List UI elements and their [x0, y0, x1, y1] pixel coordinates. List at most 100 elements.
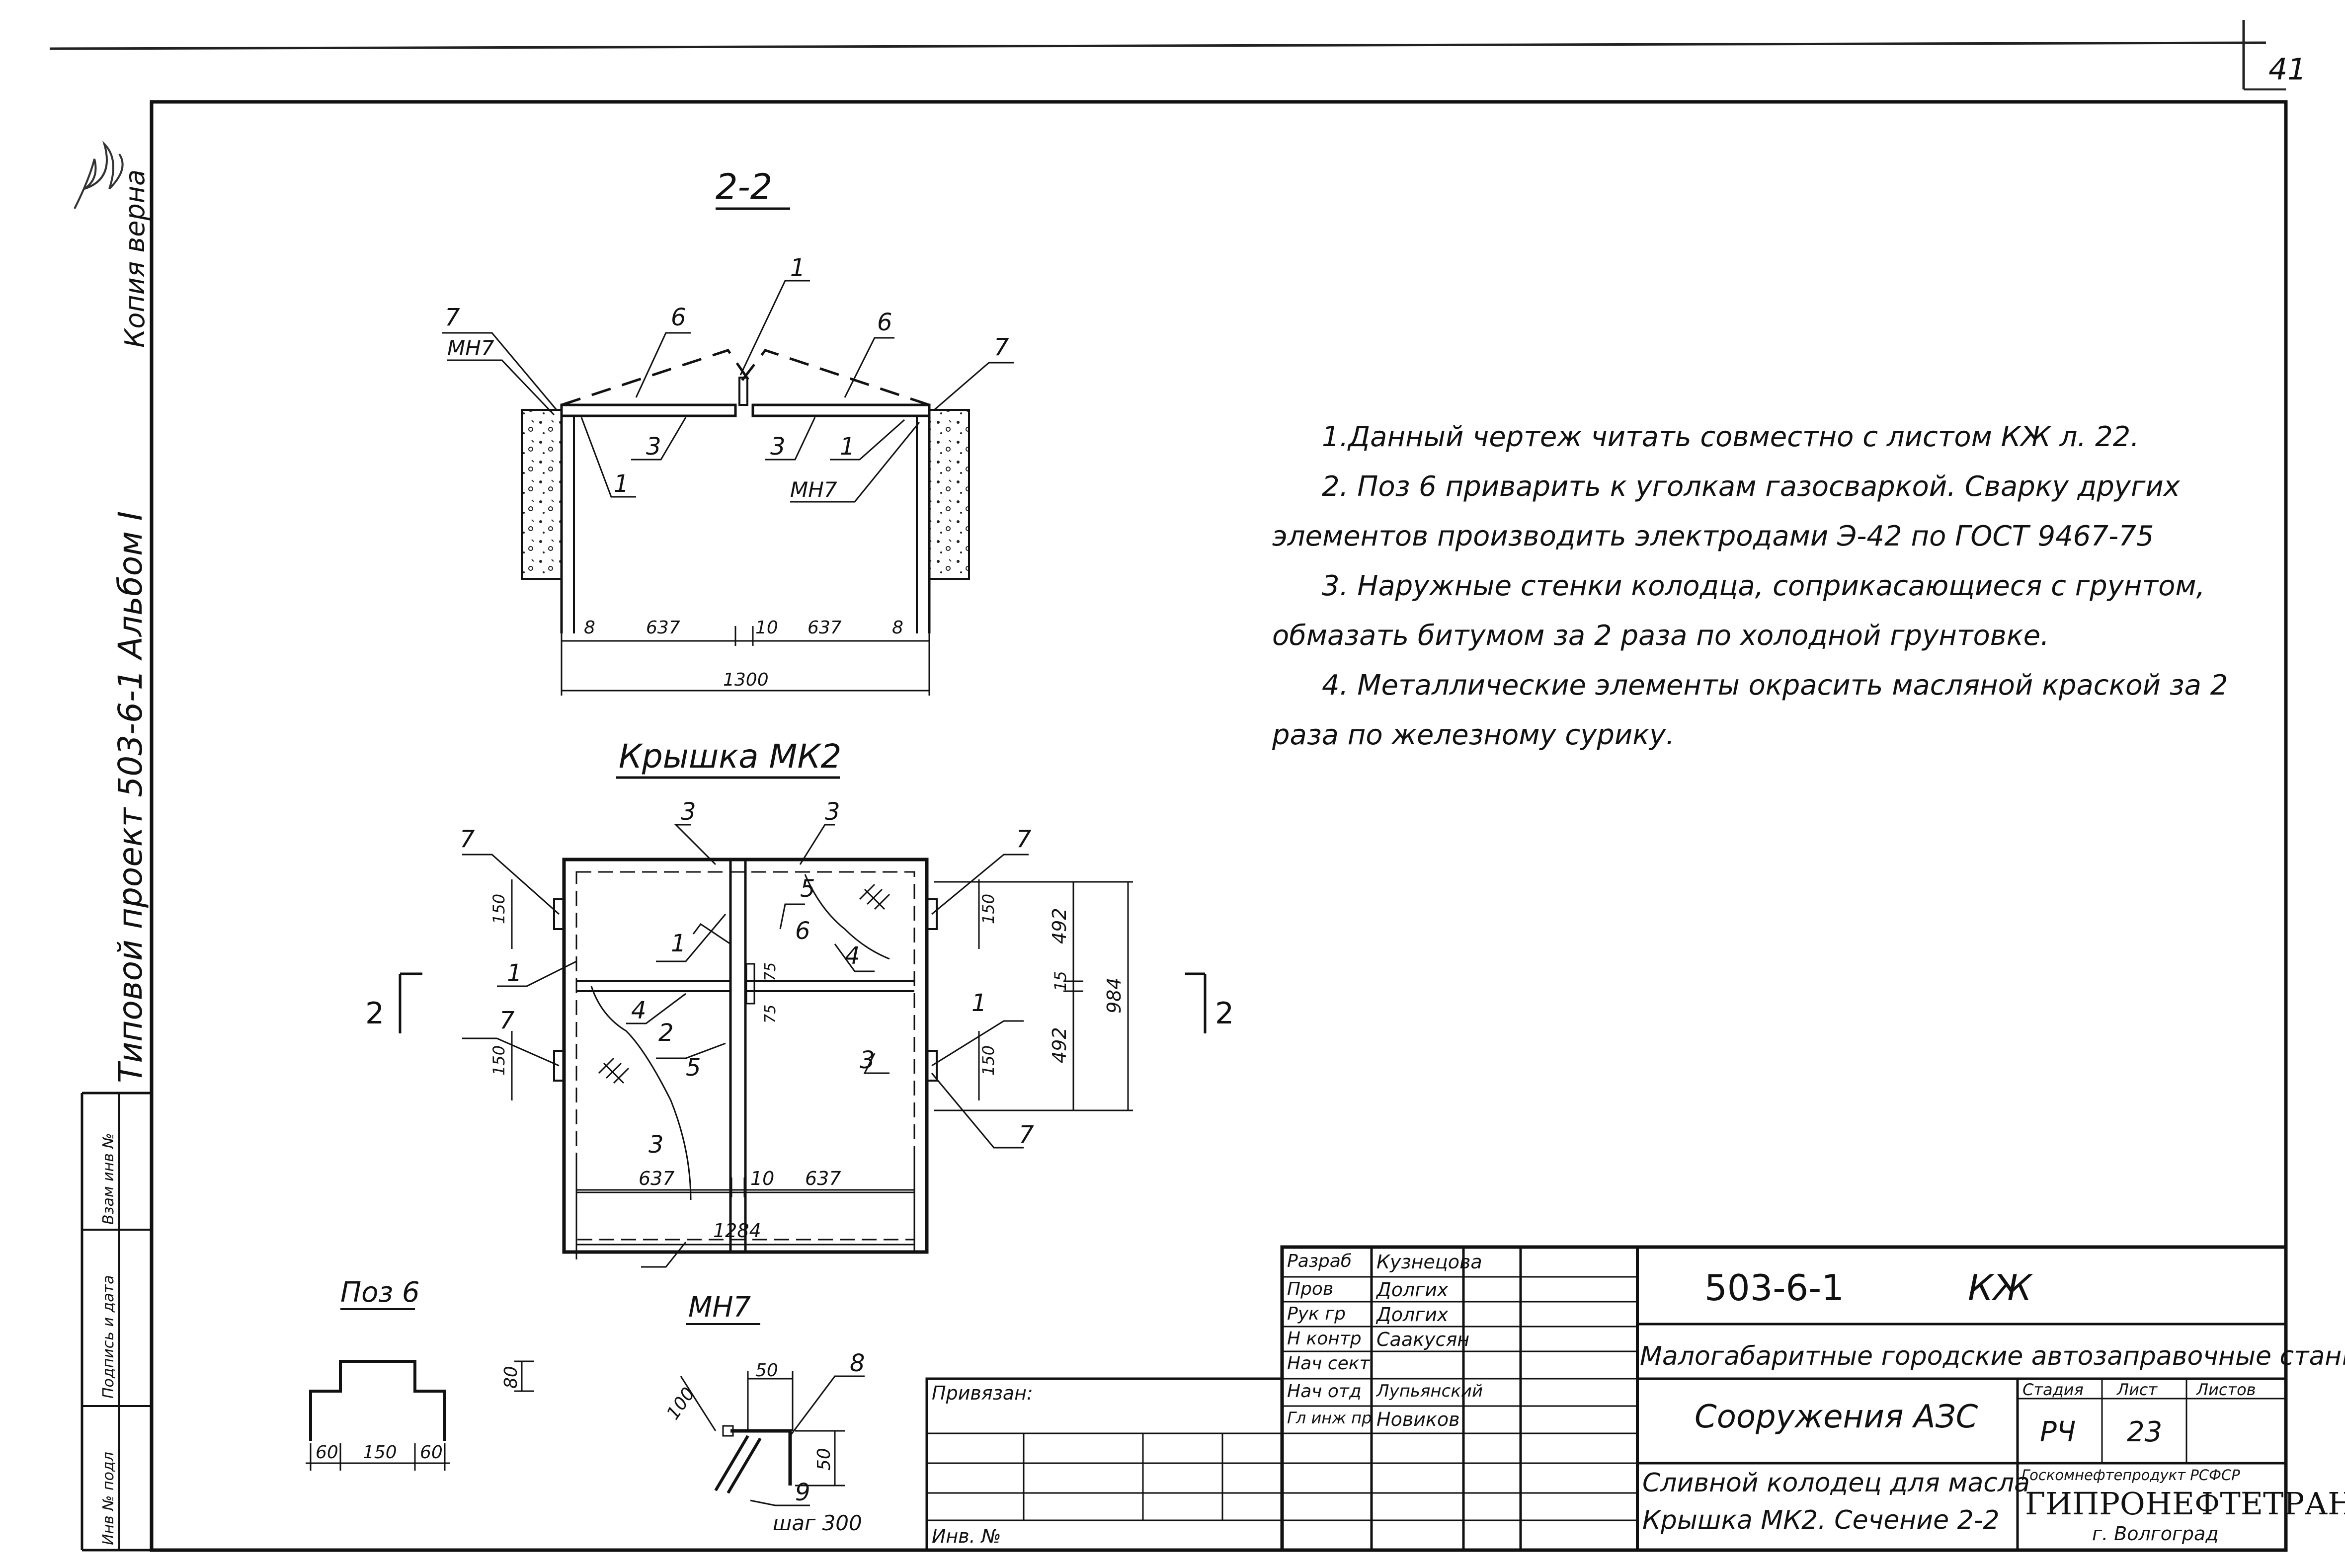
lid-pos-7b: 7: [1016, 825, 1032, 853]
mn7-pos-9: 9: [795, 1479, 810, 1506]
lid-pos-5a: 5: [800, 875, 815, 903]
lid-labels: 3 3 7 7 5 6 1 4 1 4 2 5 1 7 3 7 3 75 75 …: [365, 798, 1234, 1242]
lid-pos-2: 2: [658, 1019, 674, 1047]
tb-project-title: Малогабаритные городские автозаправочные…: [1640, 1341, 2345, 1371]
tb-sheet-title-1: Сливной колодец для масла: [1642, 1468, 2030, 1498]
lid-mk2: Крышка МК2: [462, 737, 1029, 1268]
sec-dim-637a: 637: [646, 618, 680, 638]
tb-name-1: Долгих: [1376, 1279, 1449, 1301]
lid-dim-637b: 637: [805, 1168, 841, 1189]
tb-name-0: Кузнецова: [1376, 1251, 1482, 1273]
tb-mark: КЖ: [1968, 1267, 2032, 1309]
cut-mark-left: 2: [365, 996, 384, 1031]
lid-pos-7c: 7: [499, 1007, 515, 1034]
sec-pos-3a: 3: [646, 433, 661, 461]
tb-code: 503-6-1: [1704, 1267, 1845, 1309]
lid-inner-75a: 75: [762, 962, 779, 981]
pos6-dim-150: 150: [363, 1442, 397, 1463]
tb-sheets-header: Листов: [2196, 1380, 2256, 1399]
section-title: 2-2: [716, 166, 772, 207]
tb-sheet: 23: [2127, 1416, 2163, 1448]
section-2-2: 2-2: [442, 166, 1014, 696]
lid-pos-1a: 1: [671, 930, 686, 957]
lid-dim-15: 15: [1051, 971, 1070, 991]
lid-pos-5b: 5: [686, 1054, 701, 1082]
lid-pos-3b: 3: [825, 798, 840, 826]
tb-org: ГИПРОНЕФТЕТРАНС: [2025, 1486, 2345, 1522]
lid-pos-3c: 3: [860, 1046, 875, 1074]
margin-texts: Копия верна Типовой проект 503-6-1 Альбо…: [74, 141, 151, 1545]
lid-dim-492a: 492: [1049, 908, 1070, 944]
sec-pos-6a: 6: [671, 304, 686, 331]
mn7-title: МН7: [688, 1291, 751, 1324]
pos6-dim-60b: 60: [420, 1442, 443, 1463]
lid-dimensions: [399, 879, 1207, 1252]
lid-dim-492b: 492: [1049, 1027, 1070, 1063]
lid-pos-7d: 7: [1019, 1121, 1034, 1149]
sec-dim-10: 10: [755, 618, 778, 638]
pos6-labels: 60 150 60 80: [316, 1366, 521, 1463]
project-title-vertical: Типовой проект 503-6-1 Альбом I: [111, 511, 150, 1083]
sec-pos-1b: 1: [614, 470, 629, 498]
lid-pos-1b: 1: [507, 959, 522, 987]
tb-role-3: Н контр: [1287, 1329, 1362, 1349]
lid-dim-150d: 150: [979, 1045, 998, 1076]
note-3: 3. Наружные стенки колодца, соприкасающи…: [1272, 570, 2205, 652]
frame: [81, 100, 2288, 1552]
tb-sheet-header: Лист: [2117, 1380, 2158, 1399]
page-number: 41: [2268, 52, 2306, 87]
lid-dim-984: 984: [1103, 977, 1125, 1014]
sec-dim-8a: 8: [584, 618, 595, 638]
mn7-dim-100: 100: [663, 1384, 699, 1423]
note-4: 4. Металлические элементы окрасить масля…: [1272, 669, 2228, 751]
tb-structures: Сооружения АЗС: [1695, 1399, 1978, 1435]
mn7-pos-8: 8: [850, 1349, 865, 1377]
lid-dim-150c: 150: [979, 894, 998, 924]
tb-sheet-title-2: Крышка МК2. Сечение 2-2: [1642, 1505, 2000, 1535]
stamp-cell-1: Взам инв №: [100, 1133, 117, 1225]
pos6-detail: Поз 6: [306, 1276, 534, 1471]
pos6-dim-80: 80: [501, 1366, 521, 1389]
pos6-dim-60a: 60: [316, 1442, 338, 1463]
sec-mn7b: МН7: [790, 477, 837, 502]
sec-pos-1c: 1: [840, 433, 855, 461]
tb-privyazan: Привязан:: [932, 1382, 1033, 1404]
lid-pos-4b: 4: [631, 997, 647, 1024]
sec-pos-7a: 7: [445, 304, 460, 331]
mn7-dim-50b: 50: [814, 1448, 834, 1471]
sec-dim-1300: 1300: [723, 670, 769, 690]
lid-dim-150b: 150: [489, 1045, 508, 1076]
tb-role-6: Гл инж пр: [1287, 1409, 1372, 1427]
tb-role-2: Рук гр: [1287, 1304, 1346, 1324]
sec-mn7a: МН7: [447, 336, 494, 360]
lid-pos-3a: 3: [681, 798, 696, 826]
copy-verified: Копия верна: [119, 169, 151, 348]
mn7-detail: МН7: [680, 1291, 865, 1506]
general-notes: 1.Данный чертеж читать совместно с листо…: [1272, 412, 2296, 760]
title-block-grid: [925, 1245, 2288, 1552]
sec-pos-6b: 6: [877, 309, 892, 336]
tb-role-5: Нач отд: [1287, 1381, 1362, 1402]
lid-pos-6: 6: [795, 917, 810, 945]
lid-dim-1284: 1284: [713, 1220, 761, 1242]
tb-name-5: Лупьянский: [1376, 1381, 1483, 1401]
lid-pos-7a: 7: [460, 825, 475, 853]
pos6-title: Поз 6: [340, 1276, 420, 1309]
note-2: 2. Поз 6 приварить к уголкам газосваркой…: [1272, 470, 2180, 552]
lid-inner-75b: 75: [762, 1005, 779, 1023]
stamp-cell-3: Инв № подл: [100, 1452, 117, 1545]
sec-dim-637b: 637: [808, 618, 842, 638]
lid-pos-3d: 3: [648, 1131, 664, 1159]
tb-stage-header: Стадия: [2022, 1380, 2084, 1399]
section-labels: 1 6 6 7 МН7 7 3 3 1 1 МН7 8 637 10 637 8…: [445, 254, 1009, 690]
tb-stage: РЧ: [2040, 1416, 2076, 1448]
mn7-step: шаг 300: [773, 1511, 862, 1535]
lid-dim-150a: 150: [489, 894, 508, 924]
lid-pos-1c: 1: [971, 989, 987, 1017]
sec-pos-3b: 3: [770, 433, 786, 461]
lid-dim-637a: 637: [639, 1168, 675, 1189]
sec-pos-1a: 1: [790, 254, 806, 282]
tb-inv-no: Инв. №: [932, 1525, 1001, 1547]
sec-pos-7b: 7: [994, 333, 1009, 361]
